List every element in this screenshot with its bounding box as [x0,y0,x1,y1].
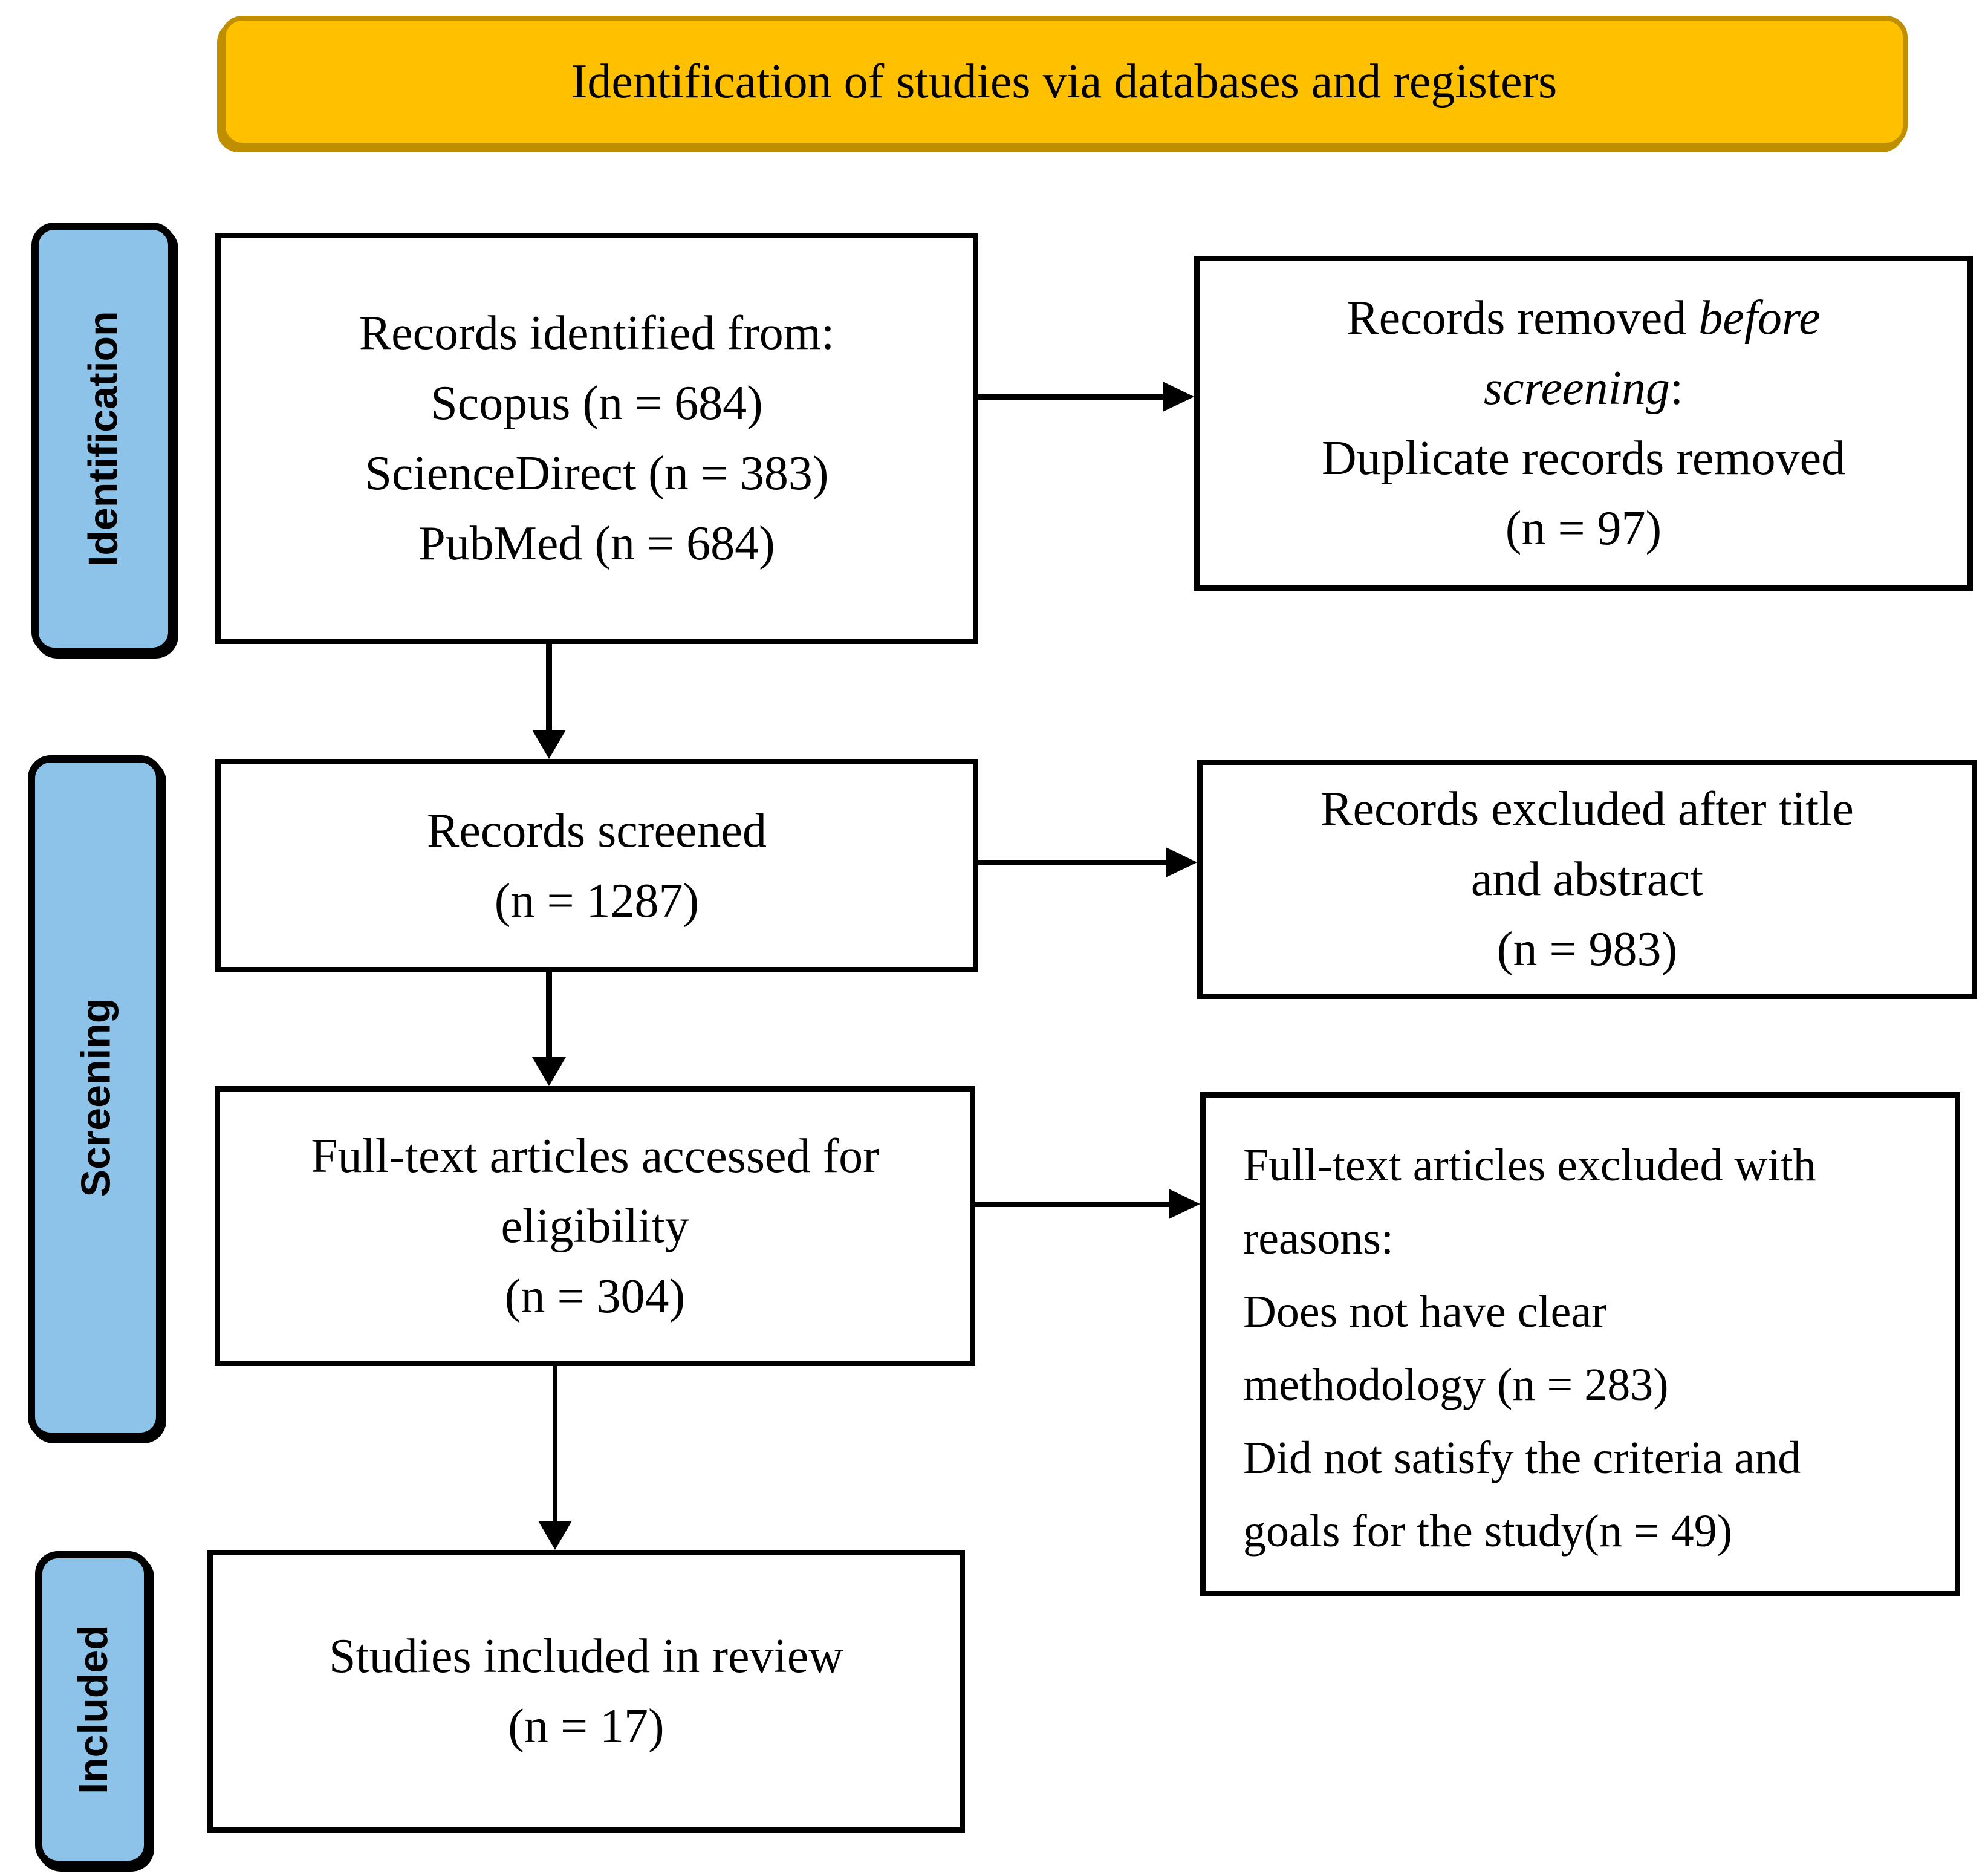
stage-label-included-text: Included [70,1625,117,1794]
box-text-line: (n = 304) [504,1269,686,1323]
arrow-screened-to-excluded-line [978,860,1166,865]
box-text-line: ScienceDirect (n = 383) [365,447,829,500]
arrow-eligibility-to-included-head [538,1521,572,1550]
box-text-line: Did not satisfy the criteria and [1243,1433,1801,1483]
arrow-identified-to-removed-line [978,394,1163,400]
arrow-eligibility-to-included-line [553,1366,557,1521]
box-text-line: and abstract [1470,853,1704,906]
box-text-line: goals for the study(n = 49) [1243,1506,1733,1557]
box-text-line: Scopus (n = 684) [430,377,763,430]
box-text-line: Records screened [427,804,767,857]
arrow-eligibility-to-reasons-line [975,1202,1169,1207]
arrow-identified-to-screened-line [546,644,552,730]
fulltext-excluded-box: Full-text articles excluded with reasons… [1200,1092,1960,1596]
stage-label-identification: Identification [31,223,175,655]
fulltext-assessed-box: Full-text articles accessed for eligibil… [215,1086,975,1366]
studies-included-box: Studies included in review (n = 17) [207,1550,965,1833]
box-text-segment-italic: before [1698,291,1821,345]
box-text-segment: Records removed [1346,291,1699,345]
box-text-line: (n = 97) [1505,502,1662,555]
records-excluded-box: Records excluded after title and abstrac… [1197,760,1977,999]
box-text-line: (n = 983) [1496,923,1678,976]
arrow-screened-to-eligibility-head [532,1057,566,1086]
box-text-line: Records excluded after title [1320,782,1854,836]
arrow-screened-to-eligibility-line [546,972,552,1057]
box-text-line: Records identified from: [359,307,835,360]
arrow-eligibility-to-reasons-head [1169,1189,1200,1219]
box-text-line: Records removed before [1346,283,1820,353]
diagram-title-banner: Identification of studies via databases … [221,16,1908,148]
stage-label-included: Included [35,1551,151,1868]
box-text-line: eligibility [501,1199,689,1253]
box-text-line: reasons: [1243,1213,1394,1264]
arrow-identified-to-removed-head [1163,382,1194,412]
arrow-screened-to-excluded-head [1166,847,1197,877]
box-text-segment: : [1669,362,1684,415]
stage-label-screening-text: Screening [73,998,119,1197]
box-text-line: Full-text articles accessed for [311,1129,879,1183]
box-text-line: Does not have clear [1243,1286,1607,1337]
box-text-line: Full-text articles excluded with [1243,1140,1816,1191]
stage-label-identification-text: Identification [80,310,127,567]
box-text-line: PubMed (n = 684) [418,517,775,570]
box-text-line: (n = 1287) [494,874,700,928]
records-identified-box: Records identified from: Scopus (n = 684… [215,233,978,644]
box-text-line: Studies included in review [329,1630,843,1683]
arrow-identified-to-screened-head [532,730,566,759]
box-text-line: (n = 17) [508,1700,664,1753]
box-text-segment-italic: screening [1483,362,1670,415]
records-screened-box: Records screened (n = 1287) [215,759,978,972]
box-text-line: screening: [1484,353,1683,423]
records-removed-box: Records removed before screening: Duplic… [1194,256,1973,591]
diagram-title: Identification of studies via databases … [571,54,1558,108]
box-text-line: Duplicate records removed [1321,432,1846,485]
box-text-line: methodology (n = 283) [1243,1359,1669,1410]
stage-label-screening: Screening [28,755,163,1440]
